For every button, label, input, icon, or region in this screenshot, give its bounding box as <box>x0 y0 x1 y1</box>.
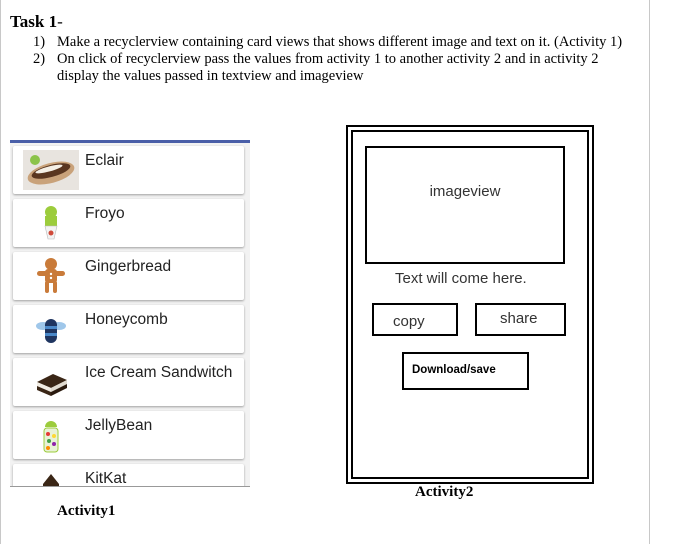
card-honeycomb[interactable]: Honeycomb <box>13 305 244 353</box>
kitkat-icon <box>23 468 79 486</box>
download-save-button[interactable]: Download/save <box>402 352 529 390</box>
card-gingerbread[interactable]: Gingerbread <box>13 252 244 300</box>
card-label: JellyBean <box>85 417 153 434</box>
card-label: Ice Cream Sandwitch <box>85 364 233 381</box>
card-jellybean[interactable]: JellyBean <box>13 411 244 459</box>
activity2-screen-inner <box>351 130 589 479</box>
instruction-item: 1)Make a recyclerview containing card vi… <box>33 34 623 50</box>
textview: Text will come here. <box>395 270 527 287</box>
activity2-screen <box>346 125 594 484</box>
eclair-icon <box>23 150 79 190</box>
ice-cream-sandwich-icon <box>23 362 79 402</box>
card-kitkat[interactable]: KitKat <box>13 464 244 487</box>
instruction-item: 2)On click of recyclerview pass the valu… <box>33 51 599 84</box>
card-label: Gingerbread <box>85 258 172 275</box>
imageview-label: imageview <box>429 183 501 200</box>
froyo-icon <box>23 203 79 243</box>
honeycomb-icon <box>23 309 79 349</box>
card-eclair[interactable]: Eclair <box>13 146 244 194</box>
card-label: Eclair <box>85 152 124 169</box>
task-title: Task 1- <box>10 12 63 31</box>
copy-button[interactable]: copy <box>372 303 458 336</box>
imageview: imageview <box>365 146 565 264</box>
gingerbread-icon <box>23 256 79 296</box>
share-button[interactable]: share <box>475 303 566 336</box>
card-label: KitKat <box>85 470 127 487</box>
activity2-caption: Activity2 <box>415 484 474 500</box>
recyclerview[interactable]: Eclair Froyo Gingerbread <box>10 140 250 487</box>
card-froyo[interactable]: Froyo <box>13 199 244 247</box>
card-label: Froyo <box>85 205 125 222</box>
activity1-caption: Activity1 <box>57 503 116 519</box>
instruction-list: 1)Make a recyclerview containing card vi… <box>33 34 643 85</box>
card-label: Honeycomb <box>85 311 168 328</box>
jellybean-icon <box>23 415 79 455</box>
card-ice-cream-sandwich[interactable]: Ice Cream Sandwitch <box>13 358 244 406</box>
page-border <box>0 0 650 544</box>
